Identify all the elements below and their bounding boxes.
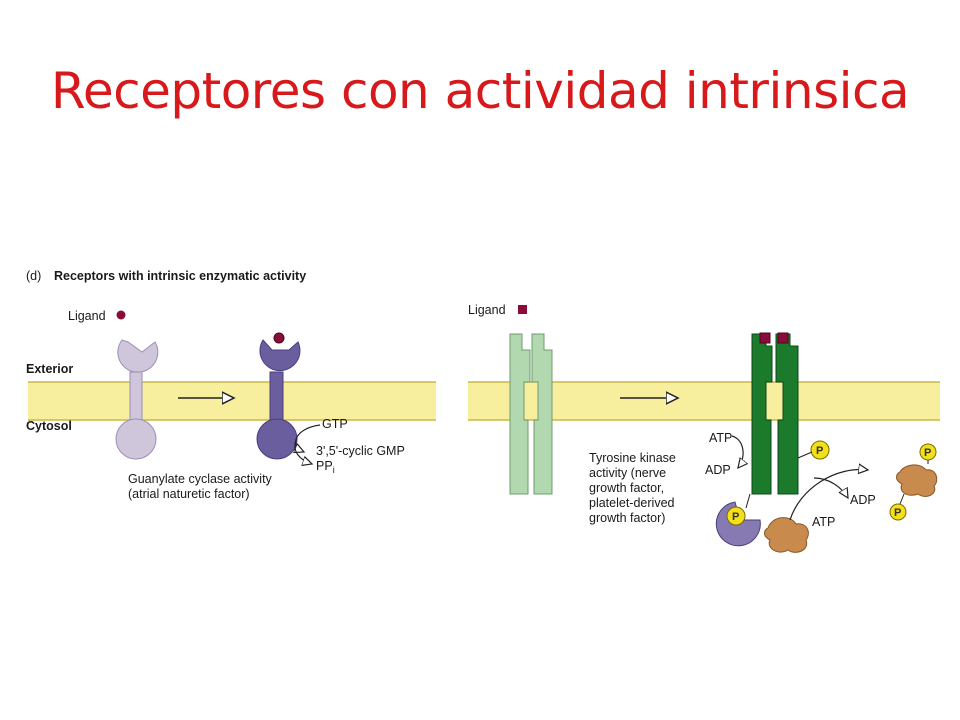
- cgmp-label: 3',5'-cyclic GMP: [316, 444, 405, 458]
- panel-heading: Receptors with intrinsic enzymatic activ…: [54, 269, 306, 283]
- guanylate-caption-2: (atrial naturetic factor): [128, 487, 250, 501]
- tk-caption-5: growth factor): [589, 511, 665, 525]
- phosphate-receptor: [810, 440, 830, 460]
- tk-caption-1: Tyrosine kinase: [589, 451, 676, 465]
- substrate-arrow: [789, 470, 868, 521]
- tyrosine-kinase-inactive: [509, 333, 553, 495]
- docking-protein: P: [715, 493, 761, 547]
- atp-label: ATP: [709, 431, 732, 445]
- gtp-label: GTP: [322, 417, 348, 431]
- slide-title: Receptores con actividad intrinsica: [50, 62, 910, 120]
- bound-ligand-square-2: [777, 332, 789, 344]
- tk-caption-3: growth factor,: [589, 481, 664, 495]
- bound-ligand-dot: [273, 332, 285, 344]
- cytosol-label: Cytosol: [26, 419, 72, 433]
- ppi-label: PPi: [316, 459, 335, 475]
- phosphate-receptor-label: P: [816, 445, 823, 457]
- adp2-label: ADP: [850, 493, 876, 507]
- panel-heading-prefix: (d): [26, 269, 41, 283]
- guanylate-receptor-active: [256, 339, 301, 460]
- adp-label: ADP: [705, 463, 731, 477]
- gtp-conversion-arrows: [295, 424, 321, 464]
- ligand-square: [518, 305, 527, 314]
- tk-caption-4: platelet-derived: [589, 496, 675, 510]
- guanylate-caption-1: Guanylate cyclase activity: [128, 472, 273, 486]
- adp-curve-arrow: [813, 477, 848, 498]
- phosphate-substrate-label-2: P: [894, 507, 901, 519]
- phosphate-dock-label: P: [732, 511, 739, 523]
- bound-ligand-square-1: [759, 332, 771, 344]
- ligand-label-left: Ligand: [68, 309, 106, 323]
- ligand-dot: [116, 310, 126, 320]
- exterior-label: Exterior: [26, 362, 73, 376]
- substrate-unphosphorylated: [764, 517, 809, 553]
- guanylate-receptor-inactive: [115, 339, 159, 460]
- atp2-label: ATP: [812, 515, 835, 529]
- phosphate-substrate-label-1: P: [924, 447, 931, 459]
- substrate-phosphorylated: P P: [889, 443, 938, 521]
- tk-caption-2: activity (nerve: [589, 466, 666, 480]
- atp-arrow: [731, 435, 743, 468]
- membrane-left: [28, 381, 436, 421]
- ligand-label-right: Ligand: [468, 303, 506, 317]
